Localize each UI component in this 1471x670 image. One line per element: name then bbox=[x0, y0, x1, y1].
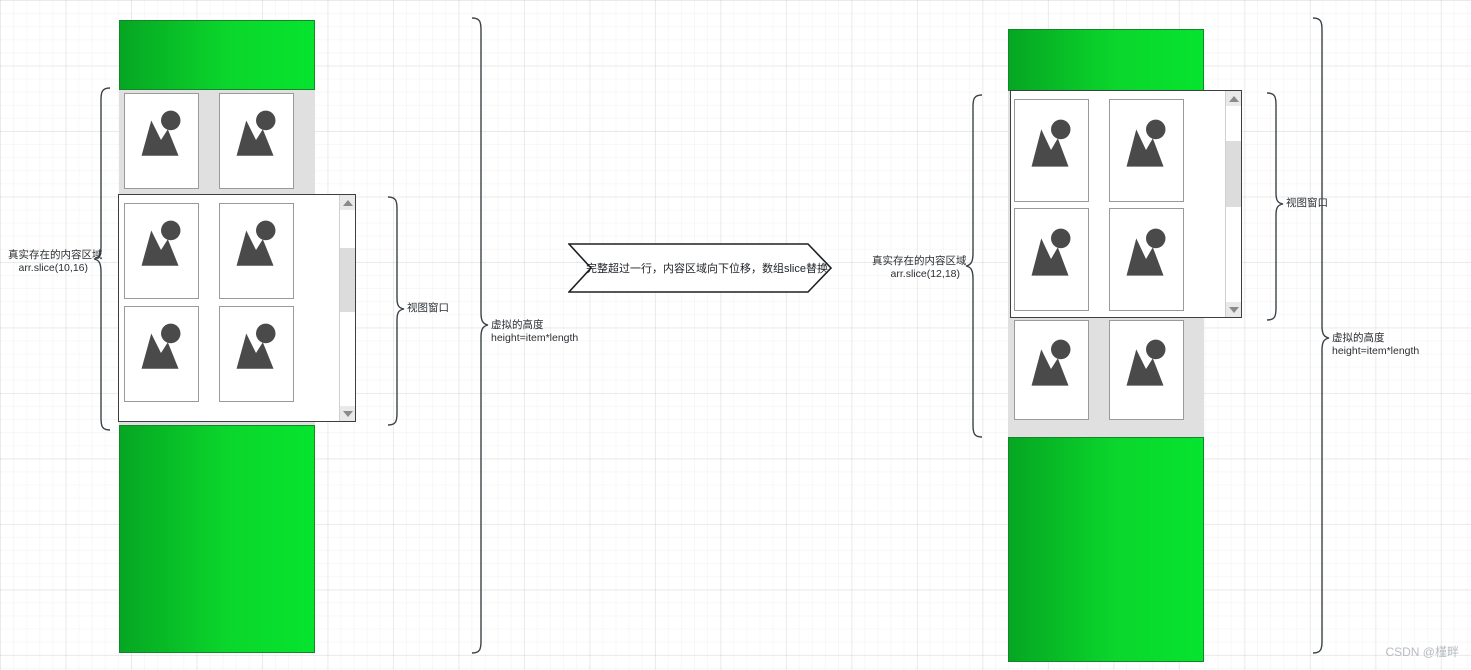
right-card-3 bbox=[1014, 208, 1089, 311]
left-card-2 bbox=[219, 93, 294, 189]
right-virtual-spacer-top bbox=[1008, 29, 1204, 91]
right-scrollbar-thumb[interactable] bbox=[1226, 141, 1241, 207]
right-viewport-label: 视图窗口 bbox=[1286, 197, 1328, 209]
scroll-up-arrow-icon[interactable] bbox=[1226, 91, 1241, 106]
left-content-label: 真实存在的内容区域 arr.slice(10,16) bbox=[8, 249, 103, 275]
image-placeholder-icon bbox=[236, 110, 276, 156]
left-card-1 bbox=[124, 93, 199, 189]
banner-arrow-shape bbox=[568, 243, 832, 293]
left-viewport-brace bbox=[386, 195, 406, 427]
right-card-2 bbox=[1109, 99, 1184, 202]
left-virtual-height-brace bbox=[470, 16, 490, 657]
right-virtual-height-line1: 虚拟的高度 bbox=[1332, 332, 1385, 344]
left-card-5 bbox=[124, 306, 199, 402]
left-virtual-height-label: 虚拟的高度 height=item*length bbox=[491, 319, 578, 345]
scroll-down-arrow-icon[interactable] bbox=[340, 406, 355, 421]
right-viewport-brace bbox=[1265, 91, 1285, 322]
left-content-label-line1: 真实存在的内容区域 bbox=[8, 249, 103, 261]
image-placeholder-icon bbox=[1031, 228, 1071, 276]
watermark: CSDN @槿畔 bbox=[1385, 645, 1459, 659]
left-content-brace bbox=[92, 86, 112, 432]
right-virtual-spacer-bottom bbox=[1008, 437, 1204, 662]
left-virtual-height-line1: 虚拟的高度 bbox=[491, 319, 544, 331]
image-placeholder-icon bbox=[1126, 119, 1166, 167]
left-scrollbar[interactable] bbox=[339, 195, 355, 421]
image-placeholder-icon bbox=[141, 110, 181, 156]
right-virtual-height-label: 虚拟的高度 height=item*length bbox=[1332, 332, 1419, 358]
left-virtual-spacer-bottom bbox=[119, 425, 315, 653]
right-content-label-line2: arr.slice(12,18) bbox=[890, 268, 960, 280]
right-card-6 bbox=[1109, 320, 1184, 420]
left-content-label-line2: arr.slice(10,16) bbox=[18, 262, 88, 274]
scroll-up-arrow-icon[interactable] bbox=[340, 195, 355, 210]
left-virtual-height-line2: height=item*length bbox=[491, 332, 579, 344]
left-card-6 bbox=[219, 306, 294, 402]
right-content-label: 真实存在的内容区域 arr.slice(12,18) bbox=[872, 255, 967, 281]
right-content-label-line1: 真实存在的内容区域 bbox=[872, 255, 967, 267]
left-virtual-spacer-top bbox=[119, 20, 315, 90]
image-placeholder-icon bbox=[1031, 119, 1071, 167]
image-placeholder-icon bbox=[236, 323, 276, 369]
right-scrollbar[interactable] bbox=[1225, 91, 1241, 317]
image-placeholder-icon bbox=[141, 220, 181, 266]
left-card-4 bbox=[219, 203, 294, 299]
left-card-3 bbox=[124, 203, 199, 299]
left-viewport-label: 视图窗口 bbox=[407, 302, 449, 314]
image-placeholder-icon bbox=[236, 220, 276, 266]
image-placeholder-icon bbox=[1031, 339, 1071, 386]
image-placeholder-icon bbox=[1126, 228, 1166, 276]
right-content-brace bbox=[964, 93, 984, 439]
left-scrollbar-thumb[interactable] bbox=[340, 248, 355, 312]
image-placeholder-icon bbox=[141, 323, 181, 369]
scroll-down-arrow-icon[interactable] bbox=[1226, 302, 1241, 317]
right-card-4 bbox=[1109, 208, 1184, 311]
transition-banner-text: 完整超过一行，内容区域向下位移，数组slice替换 bbox=[585, 263, 828, 275]
transition-banner: 完整超过一行，内容区域向下位移，数组slice替换 bbox=[568, 243, 832, 293]
right-virtual-height-brace bbox=[1311, 16, 1331, 657]
right-card-5 bbox=[1014, 320, 1089, 420]
right-card-1 bbox=[1014, 99, 1089, 202]
image-placeholder-icon bbox=[1126, 339, 1166, 386]
right-virtual-height-line2: height=item*length bbox=[1332, 345, 1420, 357]
